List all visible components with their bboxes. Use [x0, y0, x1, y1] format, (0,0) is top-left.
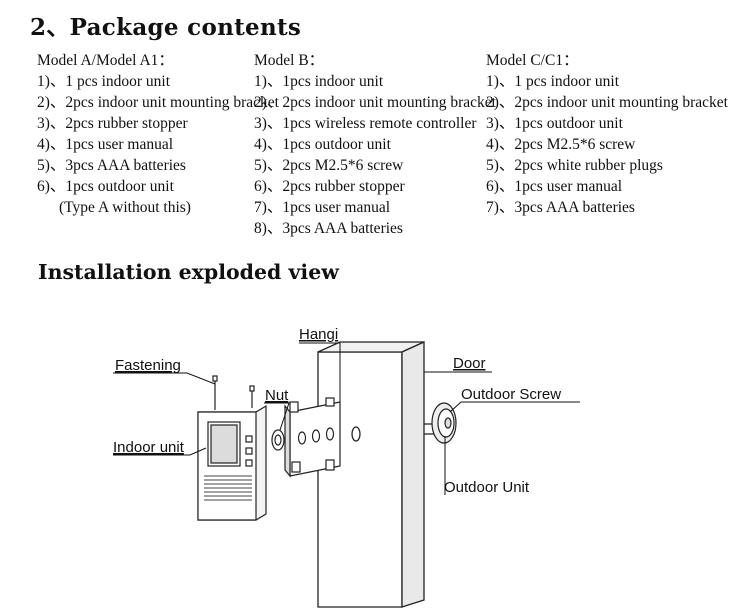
model-b-heading: Model B： — [254, 52, 325, 69]
model-b-column: Model B： 1)、1pcs indoor unit 2)、2pcs ind… — [254, 50, 496, 239]
label-hangi: Hangi — [299, 326, 338, 343]
section-title: 2、Package contents — [30, 14, 302, 41]
indoor-unit-illustration — [197, 404, 267, 521]
nut-illustration — [271, 429, 285, 451]
list-item: 1)、1 pcs indoor unit — [486, 73, 620, 90]
list-item: 3)、1pcs outdoor unit — [486, 115, 623, 132]
label-outdoor-unit: Outdoor Unit — [444, 479, 530, 496]
list-item-note: (Type A without this) — [59, 199, 191, 216]
door-illustration — [317, 340, 425, 608]
list-item: 2)、2pcs indoor unit mounting bracket — [254, 94, 496, 111]
model-a-column: Model A/Model A1： 1)、1 pcs indoor unit 2… — [37, 50, 279, 218]
list-item: 7)、1pcs user manual — [254, 199, 391, 216]
list-item: 6)、1pcs outdoor unit — [37, 178, 174, 195]
list-item: 4)、2pcs M2.5*6 screw — [486, 136, 636, 153]
label-indoor-unit: Indoor unit — [113, 439, 185, 456]
list-item: 3)、1pcs wireless remote controller — [254, 115, 477, 132]
fastening-screws-illustration — [212, 375, 255, 410]
list-item: 5)、3pcs AAA batteries — [37, 157, 186, 174]
leader-lines — [113, 342, 580, 495]
list-item: 4)、1pcs outdoor unit — [254, 136, 391, 153]
list-item: 6)、1pcs user manual — [486, 178, 623, 195]
list-item: 4)、1pcs user manual — [37, 136, 174, 153]
list-item: 2)、2pcs indoor unit mounting bracket — [37, 94, 279, 111]
list-item: 7)、3pcs AAA batteries — [486, 199, 635, 216]
model-a-heading: Model A/Model A1： — [37, 52, 174, 69]
label-fastening: Fastening — [115, 357, 181, 374]
hanger-bracket-illustration — [284, 397, 341, 478]
list-item: 6)、2pcs rubber stopper — [254, 178, 405, 195]
list-item: 1)、1pcs indoor unit — [254, 73, 384, 90]
model-c-heading: Model C/C1： — [486, 52, 579, 69]
list-item: 1)、1 pcs indoor unit — [37, 73, 171, 90]
list-item: 5)、2pcs M2.5*6 screw — [254, 157, 404, 174]
label-outdoor-screw: Outdoor Screw — [461, 386, 561, 403]
outdoor-unit-illustration — [424, 402, 457, 444]
install-title: Installation exploded view — [38, 260, 339, 284]
list-item: 8)、3pcs AAA batteries — [254, 220, 403, 237]
model-c-column: Model C/C1： 1)、1 pcs indoor unit 2)、2pcs… — [486, 50, 728, 218]
label-nut: Nut — [265, 387, 289, 404]
label-door: Door — [453, 355, 486, 372]
list-item: 3)、2pcs rubber stopper — [37, 115, 188, 132]
list-item: 5)、2pcs white rubber plugs — [486, 157, 663, 174]
list-item: 2)、2pcs indoor unit mounting bracket — [486, 94, 728, 111]
